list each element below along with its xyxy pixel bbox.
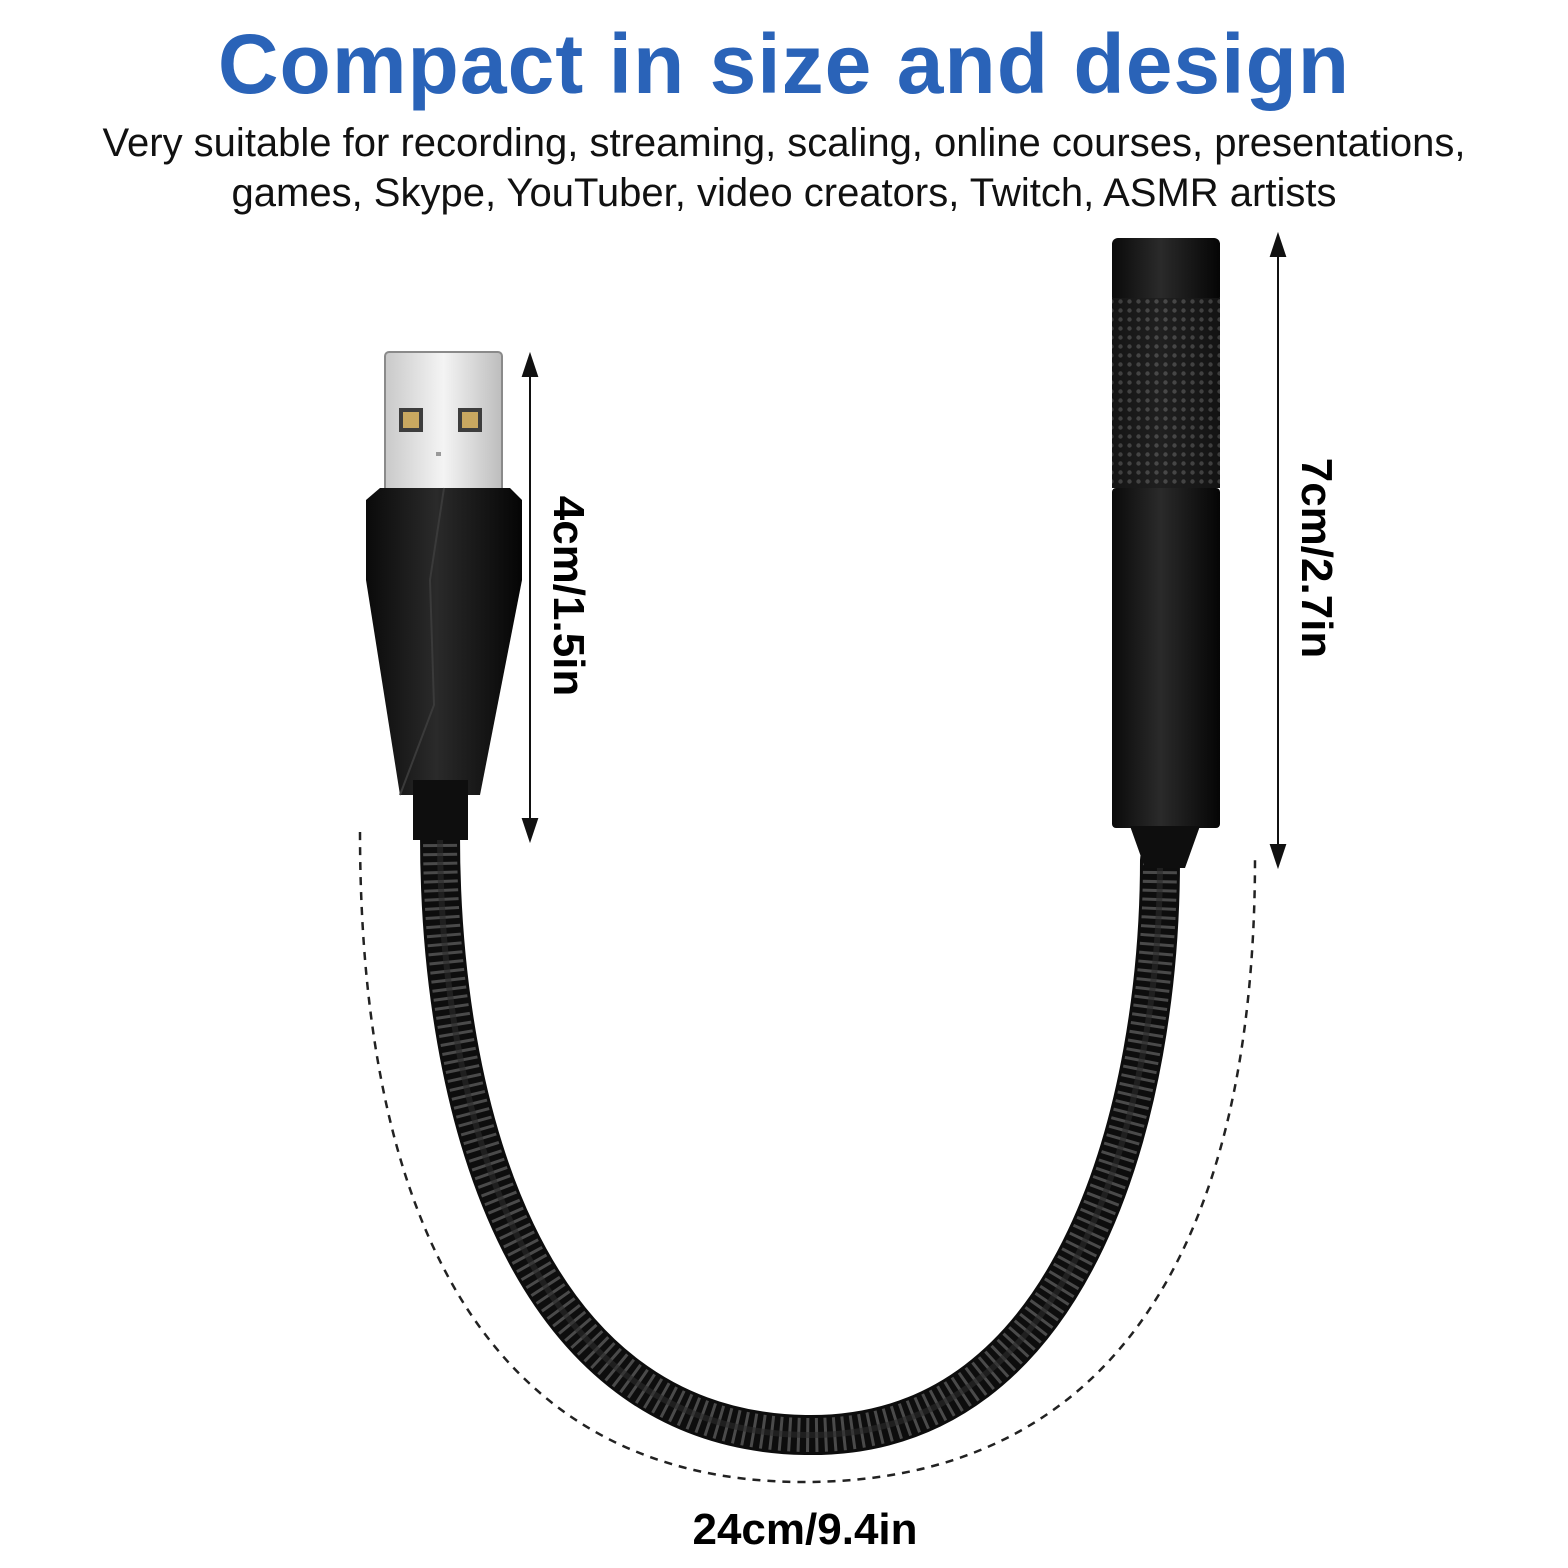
subtitle-line-2: games, Skype, YouTuber, video creators, … <box>231 171 1337 215</box>
usb-height-arrow <box>521 351 539 844</box>
mic-height-arrow <box>1269 231 1287 870</box>
usb-connector-icon <box>366 351 522 840</box>
cable-length-guide <box>358 831 1257 1484</box>
page-subtitle: Very suitable for recording, streaming, … <box>0 118 1568 218</box>
microphone-icon <box>1112 238 1220 868</box>
page-title: Compact in size and design <box>217 17 1351 111</box>
subtitle-line-1: Very suitable for recording, streaming, … <box>102 121 1466 165</box>
gooseneck-cable-icon <box>420 815 1180 1456</box>
cable-length-label: 24cm/9.4in <box>692 1505 918 1554</box>
mic-dimension-label: 7cm/2.7in <box>1292 457 1341 659</box>
usb-dimension-label: 4cm/1.5in <box>544 495 593 697</box>
